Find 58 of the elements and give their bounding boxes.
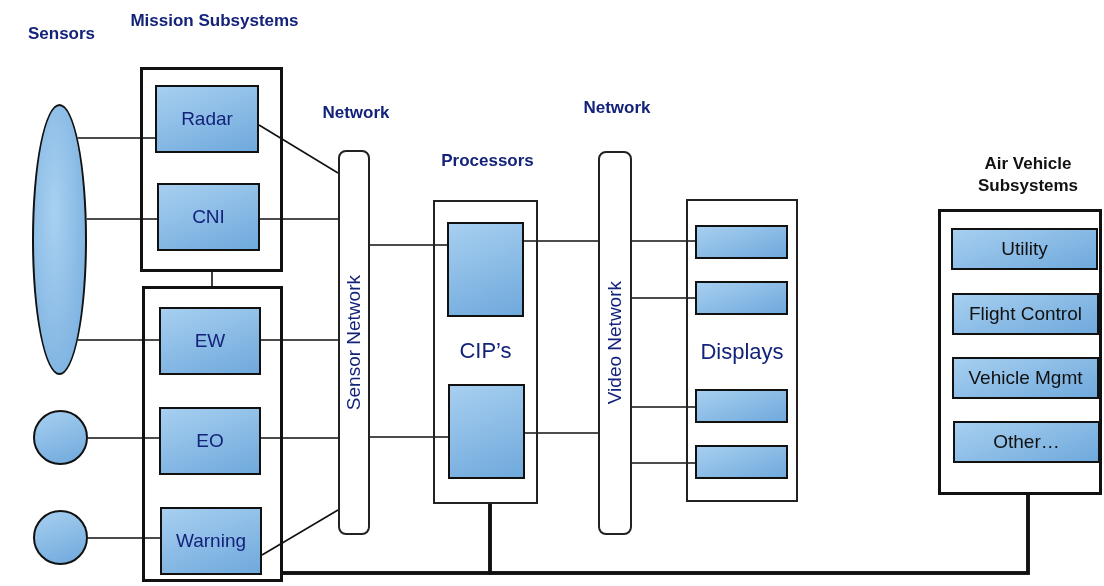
group-heading: Sensors xyxy=(26,23,97,45)
connector-line xyxy=(259,218,339,220)
processor-card xyxy=(448,384,525,479)
processor-card xyxy=(447,222,524,317)
connector-line xyxy=(77,339,160,341)
connector-line xyxy=(369,244,448,246)
connector-line xyxy=(211,271,213,287)
bus-line xyxy=(488,495,1030,575)
connector-line xyxy=(260,437,339,439)
group-box xyxy=(142,286,283,582)
subsystem-box xyxy=(952,357,1099,399)
box-label: Radar xyxy=(181,108,233,130)
subsystem-box xyxy=(159,407,261,475)
network-label: Video Network xyxy=(604,281,626,405)
connector-line xyxy=(258,124,339,174)
display-screen xyxy=(695,281,788,315)
connector-line xyxy=(260,339,339,341)
display-screen xyxy=(695,389,788,423)
group-heading: Network xyxy=(321,102,391,124)
subsystem-box xyxy=(159,307,261,375)
subsystem-box xyxy=(155,85,259,153)
group-heading: Network xyxy=(582,97,652,119)
subsystem-box xyxy=(953,421,1100,463)
display-screen xyxy=(695,445,788,479)
connector-line xyxy=(524,432,599,434)
box-label: CIP’s xyxy=(459,338,512,364)
group-heading: Processors xyxy=(440,150,535,172)
connector-line xyxy=(631,462,696,464)
box-label: Other… xyxy=(993,431,1060,453)
display-screen xyxy=(695,225,788,259)
group-heading: Mission Subsystems xyxy=(129,10,300,32)
box-label: EO xyxy=(196,430,224,452)
box-label: Utility xyxy=(1001,238,1048,260)
box-label: Vehicle Mgmt xyxy=(968,367,1083,389)
subsystem-box xyxy=(160,507,262,575)
subsystem-box xyxy=(157,183,260,251)
display-box xyxy=(686,199,798,502)
connector-line xyxy=(261,509,339,556)
box-label: EW xyxy=(194,330,226,352)
connector-line xyxy=(87,437,160,439)
connector-line xyxy=(631,406,696,408)
connector-line xyxy=(87,537,161,539)
subsystem-box xyxy=(951,228,1098,270)
connector-line xyxy=(76,137,156,139)
connector-line xyxy=(369,436,449,438)
connector-line xyxy=(631,297,696,299)
box-label: Flight Control xyxy=(969,303,1082,325)
connector-line xyxy=(631,240,696,242)
sensor-circle xyxy=(33,510,88,565)
box-label: Displays xyxy=(700,339,784,365)
group-heading: Air Vehicle Subsystems xyxy=(976,153,1080,198)
box-label: CNI xyxy=(192,206,225,228)
subsystem-box xyxy=(952,293,1099,335)
network-label: Sensor Network xyxy=(343,274,365,411)
sensor-circle xyxy=(33,410,88,465)
connector-line xyxy=(85,218,158,220)
connector-line xyxy=(523,240,599,242)
box-label: Warning xyxy=(175,530,246,552)
